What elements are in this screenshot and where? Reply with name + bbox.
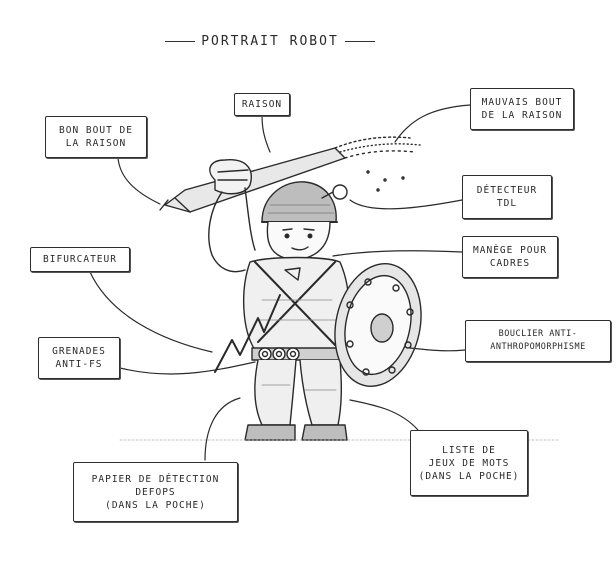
leader-bouclier — [409, 347, 466, 352]
label-grenades-text: Grenades anti-FS — [52, 346, 106, 370]
tdl-detector — [321, 184, 348, 200]
sword — [159, 136, 421, 213]
label-mauvais-bout-text: Mauvais bout de la raison — [481, 97, 563, 121]
label-detecteur-text: Détecteur TDL — [476, 185, 538, 209]
leader-liste — [349, 399, 419, 431]
label-bon-bout: Bon bout de la raison — [45, 116, 147, 158]
label-bon-bout-text: Bon bout de la raison — [59, 125, 133, 149]
label-detecteur: Détecteur TDL — [462, 175, 552, 219]
leader-grenades — [119, 361, 256, 375]
label-bifurcateur-text: Bifurcateur — [43, 254, 117, 265]
callout-leaders — [89, 104, 471, 461]
label-papier: Papier de détection defops (dans la poch… — [73, 462, 238, 522]
title-rule-left — [165, 41, 196, 42]
leader-detecteur — [349, 199, 463, 210]
label-mauvais-bout: Mauvais bout de la raison — [470, 88, 574, 130]
leader-bifurcateur — [89, 271, 213, 353]
raised-arm — [208, 159, 256, 273]
label-manege: Manège pour cadres — [462, 236, 558, 278]
grenade-belt — [251, 347, 343, 361]
shield — [334, 263, 422, 387]
label-raison: Raison — [234, 93, 290, 116]
label-bouclier: Bouclier anti- anthropomorphisme — [465, 320, 611, 362]
title-rule-right — [344, 41, 375, 42]
label-liste: Liste de jeux de mots (dans la poche) — [410, 430, 528, 496]
label-raison-text: Raison — [241, 99, 283, 110]
label-papier-text: Papier de détection defops (dans la poch… — [91, 473, 220, 511]
leader-raison — [261, 115, 271, 153]
leader-papier — [204, 397, 241, 461]
torso — [242, 256, 350, 351]
label-bifurcateur: Bifurcateur — [30, 247, 130, 272]
page-title: Portrait Robot — [0, 34, 540, 49]
head — [266, 221, 331, 261]
leader-bon-bout — [117, 157, 161, 205]
legs — [244, 359, 348, 441]
helmet — [261, 181, 338, 223]
label-manege-text: Manège pour cadres — [473, 245, 547, 269]
title-text: Portrait Robot — [201, 34, 339, 49]
label-bouclier-text: Bouclier anti- anthropomorphisme — [490, 329, 586, 352]
bifurcator — [214, 294, 281, 373]
leader-manege — [332, 250, 463, 257]
label-grenades: Grenades anti-FS — [38, 337, 120, 379]
leader-mauvais-bout — [394, 104, 471, 143]
label-liste-text: Liste de jeux de mots (dans la poche) — [418, 444, 520, 482]
